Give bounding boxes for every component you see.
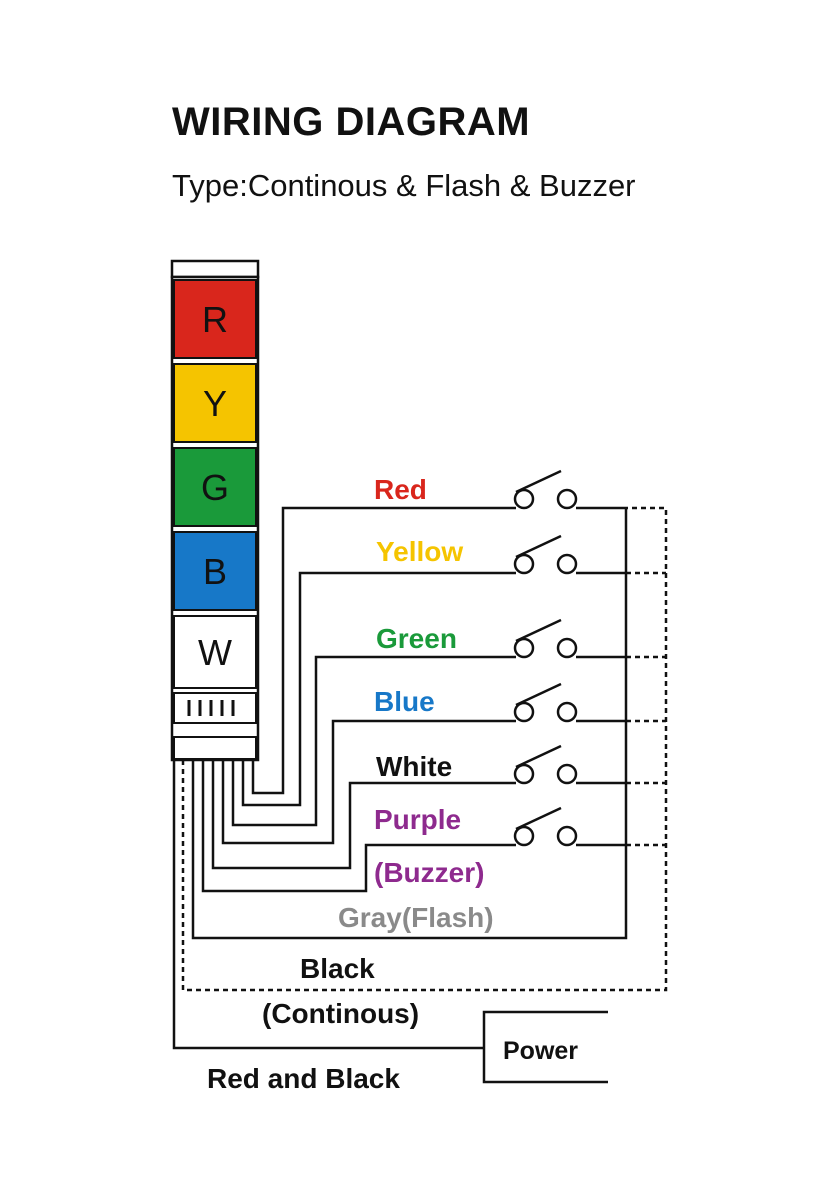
label-red: Red [374, 474, 427, 505]
wire-green [231, 655, 516, 827]
wire-black-continous [181, 506, 668, 992]
tier-green-letter: G [201, 467, 229, 508]
label-purple: Purple [374, 804, 461, 835]
switches [513, 469, 578, 847]
tier-blue [173, 531, 257, 611]
label-black: Black [300, 953, 375, 984]
tier-white-letter: W [198, 632, 232, 673]
label-buzzer: (Buzzer) [374, 857, 484, 888]
wires [172, 506, 628, 1084]
tier-red-letter: R [202, 299, 228, 340]
tier-red [173, 279, 257, 359]
switch-white [513, 744, 578, 785]
wire-purple [201, 760, 516, 893]
label-power: Power [503, 1037, 578, 1065]
tower-base [173, 736, 257, 760]
tower-lamp: R Y G B W [170, 259, 260, 762]
tier-yellow [173, 363, 257, 443]
buzzer-grille [187, 700, 235, 716]
tier-green [173, 447, 257, 527]
label-yellow: Yellow [376, 536, 463, 567]
dashed-continous-wire [181, 506, 668, 992]
label-green: Green [376, 623, 457, 654]
label-blue: Blue [374, 686, 435, 717]
power-bracket [482, 1010, 608, 1084]
label-gray-flash: Gray(Flash) [338, 902, 494, 933]
switch-yellow [513, 534, 578, 575]
switch-blue [513, 682, 578, 723]
tier-blue-letter: B [203, 551, 227, 592]
wire-white [211, 760, 516, 870]
wire-yellow [241, 571, 516, 807]
diagram-subtitle: Type:Continous & Flash & Buzzer [172, 168, 636, 203]
tower-cap [170, 259, 260, 279]
wire-gray-flash [191, 508, 628, 940]
buzzer-section [173, 692, 257, 724]
diagram-title: WIRING DIAGRAM [172, 100, 531, 144]
switch-purple [513, 806, 578, 847]
label-red-and-black: Red and Black [207, 1063, 400, 1094]
wire-red [251, 506, 516, 795]
label-white: White [376, 751, 452, 782]
tier-yellow-letter: Y [203, 383, 227, 424]
wire-red-and-black [172, 760, 484, 1050]
wire-blue [221, 719, 516, 845]
label-continous: (Continous) [262, 998, 419, 1029]
switch-green [513, 618, 578, 659]
switch-red [513, 469, 578, 510]
tier-white [173, 615, 257, 689]
